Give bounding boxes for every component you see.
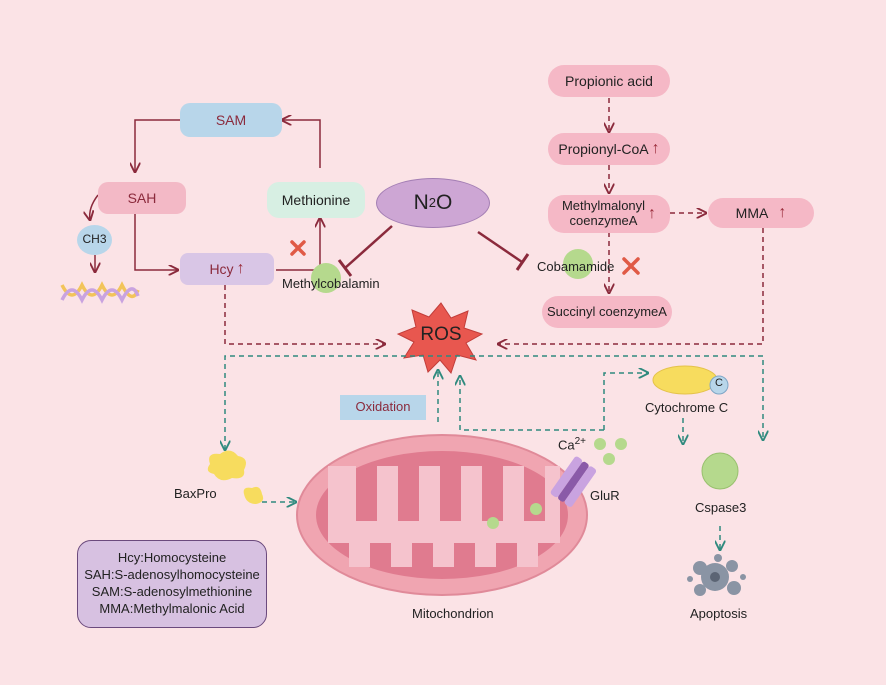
apoptosis-label: Apoptosis — [690, 606, 748, 621]
oxidation-box: Oxidation — [340, 395, 426, 420]
abbreviation-legend: Hcy:Homocysteine SAH:S-adenosylhomocyste… — [77, 540, 267, 628]
mitochondrion-icon — [296, 434, 588, 596]
succinyl-box: Succinyl coenzymeA — [542, 296, 672, 328]
arrow-ros-to-baxpro — [225, 355, 460, 450]
legend-item: MMA:Methylmalonic Acid — [99, 600, 245, 616]
cytochrome-c-icon — [652, 365, 729, 395]
sah-box: SAH — [98, 182, 186, 214]
hcy-box: Hcy ↑ — [180, 253, 274, 285]
arrow-methionine-to-sam — [282, 120, 321, 168]
mma-box: MMA ↑ — [708, 198, 814, 228]
ch3-node: CH3 — [77, 225, 112, 255]
sam-box: SAM — [180, 103, 282, 137]
cytochrome-c-label: Cytochrome C — [645, 400, 729, 415]
calcium-label: Ca2+ — [558, 436, 587, 453]
inhibit-n2o-methylcobalamin — [344, 225, 393, 269]
ros-label: ROS — [420, 324, 462, 346]
up-arrow-icon: ↑ — [648, 204, 657, 222]
propionic-acid-box: Propionic acid — [548, 65, 670, 97]
calcium-ions-icon — [594, 438, 627, 465]
mitochondrion-label: Mitochondrion — [412, 606, 494, 621]
cobamamide-dot-icon — [563, 249, 593, 279]
arrow-hcy-to-ros — [224, 285, 385, 344]
cytochrome-c-letter: C — [715, 377, 723, 389]
caspase3-label: Cspase3 — [695, 500, 747, 515]
baxpro-label: BaxPro — [174, 486, 217, 501]
baxpro-protein-icon — [207, 450, 264, 504]
block-x-icon — [290, 240, 306, 256]
inhibit-bar-methylcobalamin — [337, 259, 353, 277]
mma-label: MMA — [735, 204, 769, 221]
arrow-sah-to-hcy — [134, 212, 178, 270]
propionyl-coa-box: Propionyl-CoA ↑ — [548, 133, 670, 165]
legend-item: Hcy:Homocysteine — [117, 550, 227, 566]
glur-channel-icon — [550, 456, 597, 507]
up-arrow-icon: ↑ — [651, 139, 660, 157]
up-arrow-icon: ↑ — [236, 259, 245, 277]
arrow-mito-to-ros — [460, 376, 604, 431]
n2o-o: O — [436, 190, 453, 214]
inhibit-n2o-cobamamide — [477, 230, 523, 264]
apoptosis-cell-icon — [687, 554, 746, 596]
inhibit-bar-cobamamide — [515, 253, 530, 271]
arrow-mito-to-cytochrome — [603, 373, 648, 430]
methylcobalamin-dot-icon — [311, 263, 341, 293]
glur-label: GluR — [590, 488, 620, 503]
arrow-mma-to-ros — [498, 228, 764, 344]
arrow-hcy-to-methionine — [276, 218, 320, 271]
arrow-sam-to-sah — [135, 119, 180, 172]
n2o-subscript: 2 — [428, 194, 437, 210]
legend-item: SAH:S-adenosylhomocysteine — [84, 567, 260, 583]
dna-helix-icon — [60, 281, 140, 304]
n2o-n: N — [413, 190, 429, 214]
hcy-label: Hcy — [209, 260, 234, 277]
methylcobalamin-label: Methylcobalamin — [282, 276, 380, 291]
methionine-box: Methionine — [267, 182, 365, 218]
arrow-sah-to-ch3 — [90, 194, 99, 220]
block-x-icon — [622, 257, 640, 275]
legend-item: SAM:S-adenosylmethionine — [91, 584, 253, 599]
caspase3-icon — [701, 452, 739, 490]
cobamamide-label: Cobamamide — [537, 259, 615, 274]
arrow-ros-to-caspase — [470, 355, 763, 440]
up-arrow-icon: ↑ — [778, 203, 787, 221]
propionyl-coa-label: Propionyl-CoA — [558, 140, 649, 157]
